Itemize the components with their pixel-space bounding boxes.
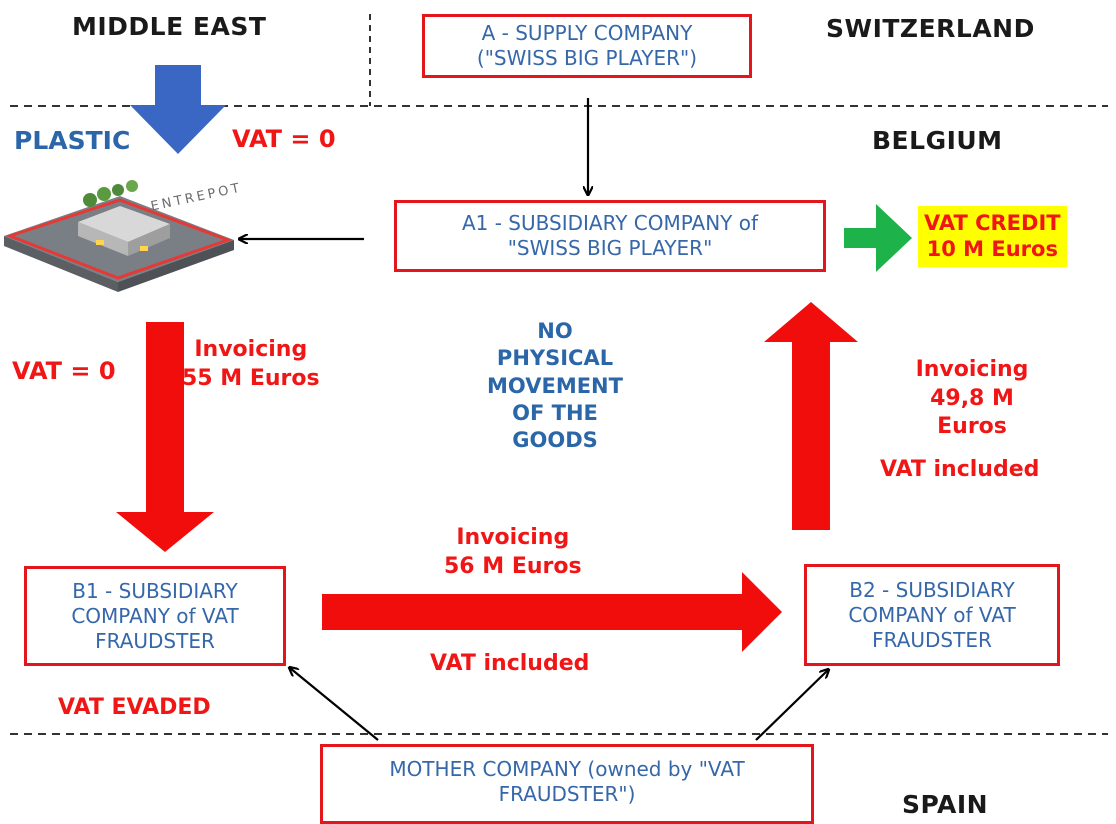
vat-included-bottom-label: VAT included — [430, 651, 590, 676]
supply-company-line2: ("SWISS BIG PLAYER") — [476, 46, 698, 70]
mother-company-line1: MOTHER COMPANY (owned by "VAT — [389, 757, 745, 781]
invoicing-498-line2: 49,8 M — [930, 385, 1014, 411]
no-movement-line4: OF THE — [512, 400, 598, 425]
vat-credit-badge: VAT CREDIT 10 M Euros — [918, 206, 1067, 267]
arrow-mother-to-b2 — [755, 670, 828, 741]
vat-zero-import-label: VAT = 0 — [232, 125, 336, 153]
red-arrow-up — [764, 302, 858, 530]
region-switzerland: SWITZERLAND — [826, 14, 1035, 43]
supply-company-line1: A - SUPPLY COMPANY — [481, 21, 693, 45]
warehouse-sign: ENTREPOT — [149, 180, 244, 215]
vat-evaded-label: VAT EVADED — [58, 695, 211, 720]
invoicing-55-line1: Invoicing — [194, 337, 308, 362]
import-arrow-blue — [130, 65, 226, 154]
subsidiary-b2-line2: COMPANY of VAT — [848, 602, 1016, 627]
subsidiary-b2-line3: FRAUDSTER — [872, 627, 992, 652]
no-movement-line5: GOODS — [512, 428, 598, 453]
subsidiary-b1-line1: B1 - SUBSIDIARY — [72, 578, 238, 603]
supply-company-box: A - SUPPLY COMPANY ("SWISS BIG PLAYER") — [422, 14, 752, 78]
no-movement-line3: MOVEMENT — [487, 373, 623, 398]
subsidiary-b1-line2: COMPANY of VAT — [71, 603, 239, 628]
no-movement-line2: PHYSICAL — [496, 346, 614, 371]
region-spain: SPAIN — [902, 790, 989, 819]
invoicing-56-label: Invoicing 56 M Euros — [444, 524, 582, 581]
red-arrow-right — [322, 572, 782, 652]
subsidiary-a1-box: A1 - SUBSIDIARY COMPANY of "SWISS BIG PL… — [394, 200, 826, 272]
vat-included-right-label: VAT included — [880, 457, 1040, 482]
region-belgium: BELGIUM — [872, 126, 1003, 155]
subsidiary-b2-line1: B2 - SUBSIDIARY — [849, 577, 1015, 602]
no-movement-line1: NO — [537, 319, 573, 343]
vat-credit-line2: 10 M Euros — [926, 237, 1058, 262]
invoicing-56-line2: 56 M Euros — [444, 553, 582, 579]
no-physical-movement-note: NO PHYSICAL MOVEMENT OF THE GOODS — [460, 318, 650, 454]
subsidiary-b1-line3: FRAUDSTER — [95, 628, 215, 653]
region-middle-east: MIDDLE EAST — [72, 12, 267, 41]
mother-company-box: MOTHER COMPANY (owned by "VAT FRAUDSTER"… — [320, 744, 814, 824]
subsidiary-b1-box: B1 - SUBSIDIARY COMPANY of VAT FRAUDSTER — [24, 566, 286, 666]
invoicing-498-label: Invoicing 49,8 M Euros — [892, 356, 1052, 442]
vat-credit-arrow — [844, 204, 912, 272]
mother-company-line2: FRAUDSTER") — [498, 782, 636, 806]
plastic-label: PLASTIC — [14, 126, 131, 155]
subsidiary-b2-box: B2 - SUBSIDIARY COMPANY of VAT FRAUDSTER — [804, 564, 1060, 666]
invoicing-498-line1: Invoicing — [915, 357, 1029, 382]
invoicing-55-label: Invoicing 55 M Euros — [182, 336, 320, 393]
subsidiary-a1-line1: A1 - SUBSIDIARY COMPANY of — [461, 211, 759, 235]
subsidiary-a1-line2: "SWISS BIG PLAYER" — [507, 236, 713, 260]
invoicing-498-line3: Euros — [937, 414, 1007, 440]
invoicing-55-line2: 55 M Euros — [182, 365, 320, 391]
invoicing-56-line1: Invoicing — [456, 525, 570, 550]
vat-credit-line1: VAT CREDIT — [924, 211, 1061, 235]
vat-zero-left-label: VAT = 0 — [12, 357, 116, 385]
arrow-mother-to-b1 — [290, 668, 379, 741]
